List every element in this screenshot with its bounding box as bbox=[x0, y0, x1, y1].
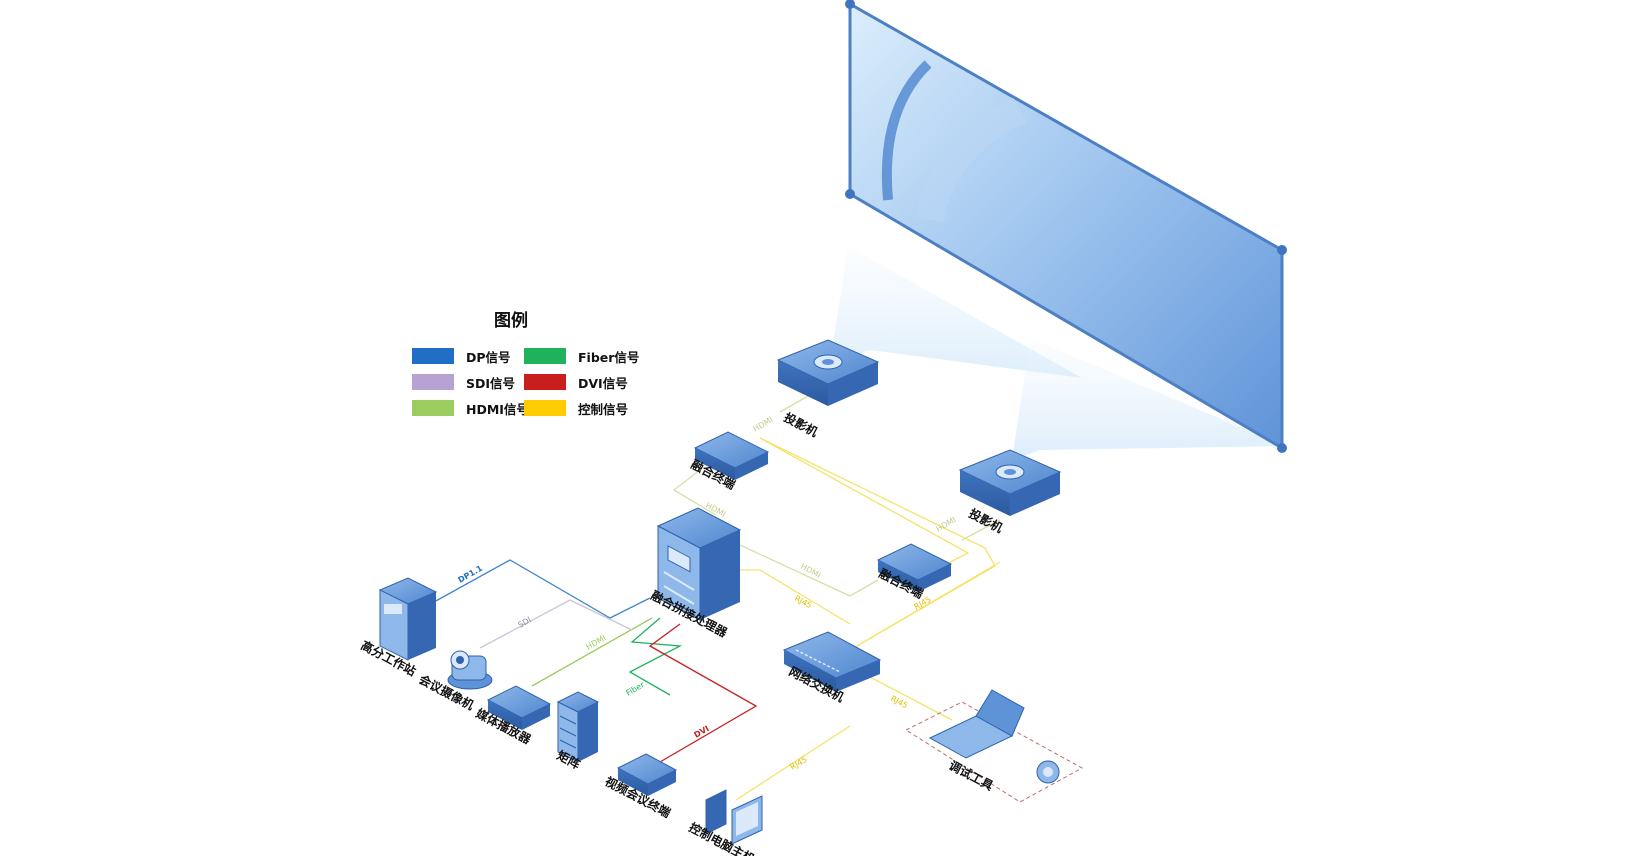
legend: 图例 DP信号 Fiber信号 SDI信号 DVI信号 HDMI信号 控制信号 bbox=[412, 306, 642, 418]
line-hdmi-2 bbox=[672, 469, 717, 516]
legend-swatch-control bbox=[524, 400, 566, 416]
line-fiber bbox=[628, 617, 683, 696]
fusion-box-1-icon bbox=[693, 431, 770, 480]
legend-swatch-dp bbox=[412, 348, 454, 364]
legend-label-dp: DP信号 bbox=[466, 349, 511, 365]
line-hdmi-3 bbox=[961, 519, 1001, 541]
conference-camera-icon bbox=[447, 650, 493, 690]
legend-label-dvi: DVI信号 bbox=[578, 375, 628, 391]
line-hdmi-4 bbox=[739, 544, 879, 597]
legend-item-dvi: DVI信号 bbox=[524, 372, 628, 392]
legend-swatch-dvi bbox=[524, 374, 566, 390]
legend-swatch-sdi bbox=[412, 374, 454, 390]
signal-label-hdmi-2: HDMI bbox=[752, 415, 775, 434]
line-sdi bbox=[479, 599, 633, 649]
line-control-5 bbox=[867, 675, 953, 721]
line-dp bbox=[433, 559, 651, 619]
legend-item-hdmi: HDMI信号 bbox=[412, 398, 529, 418]
legend-item-control: 控制信号 bbox=[524, 398, 628, 418]
debug-tool-label: 调试工具 bbox=[947, 757, 996, 793]
video-conf-terminal-icon bbox=[616, 753, 678, 796]
signal-label-rj45-1: RJ45 bbox=[793, 594, 813, 610]
fusion-box-2-icon bbox=[876, 543, 953, 592]
legend-label-hdmi: HDMI信号 bbox=[466, 401, 529, 417]
legend-swatch-hdmi bbox=[412, 400, 454, 416]
line-dvi bbox=[648, 623, 758, 763]
projection-screen bbox=[845, 0, 1287, 453]
signal-label-hdmi-1: HDMI bbox=[585, 633, 608, 652]
legend-label-control: 控制信号 bbox=[578, 401, 629, 417]
projection-beam-1 bbox=[830, 246, 1082, 378]
signal-label-rj45-4: RJ45 bbox=[789, 755, 809, 772]
media-player-icon bbox=[486, 685, 552, 730]
legend-title: 图例 bbox=[494, 311, 528, 331]
matrix-icon bbox=[556, 691, 600, 763]
signal-label-sdi: SDI bbox=[517, 615, 533, 630]
projector-1-label: 投影机 bbox=[782, 409, 821, 439]
fusion-processor-icon bbox=[656, 507, 742, 621]
projector-2-icon bbox=[958, 449, 1062, 516]
line-hdmi-5 bbox=[531, 617, 653, 687]
network-switch-icon bbox=[782, 631, 882, 692]
signal-label-hdmi-5: HDMI bbox=[935, 515, 958, 534]
legend-item-fiber: Fiber信号 bbox=[524, 346, 639, 366]
signal-label-fiber: Fiber bbox=[625, 680, 647, 698]
line-control-6 bbox=[735, 725, 851, 801]
legend-label-fiber: Fiber信号 bbox=[578, 349, 640, 365]
control-pc-icon bbox=[705, 789, 763, 845]
projector-1-icon bbox=[776, 339, 880, 406]
legend-item-dp: DP信号 bbox=[412, 346, 511, 366]
projection-beam-2 bbox=[1012, 338, 1285, 460]
line-hdmi-1 bbox=[779, 395, 809, 413]
hd-workstation-icon bbox=[378, 577, 438, 661]
debug-tool-area bbox=[904, 689, 1084, 803]
legend-label-sdi: SDI信号 bbox=[466, 375, 516, 391]
legend-item-sdi: SDI信号 bbox=[412, 372, 515, 392]
legend-swatch-fiber bbox=[524, 348, 566, 364]
line-control-4 bbox=[849, 561, 1001, 651]
